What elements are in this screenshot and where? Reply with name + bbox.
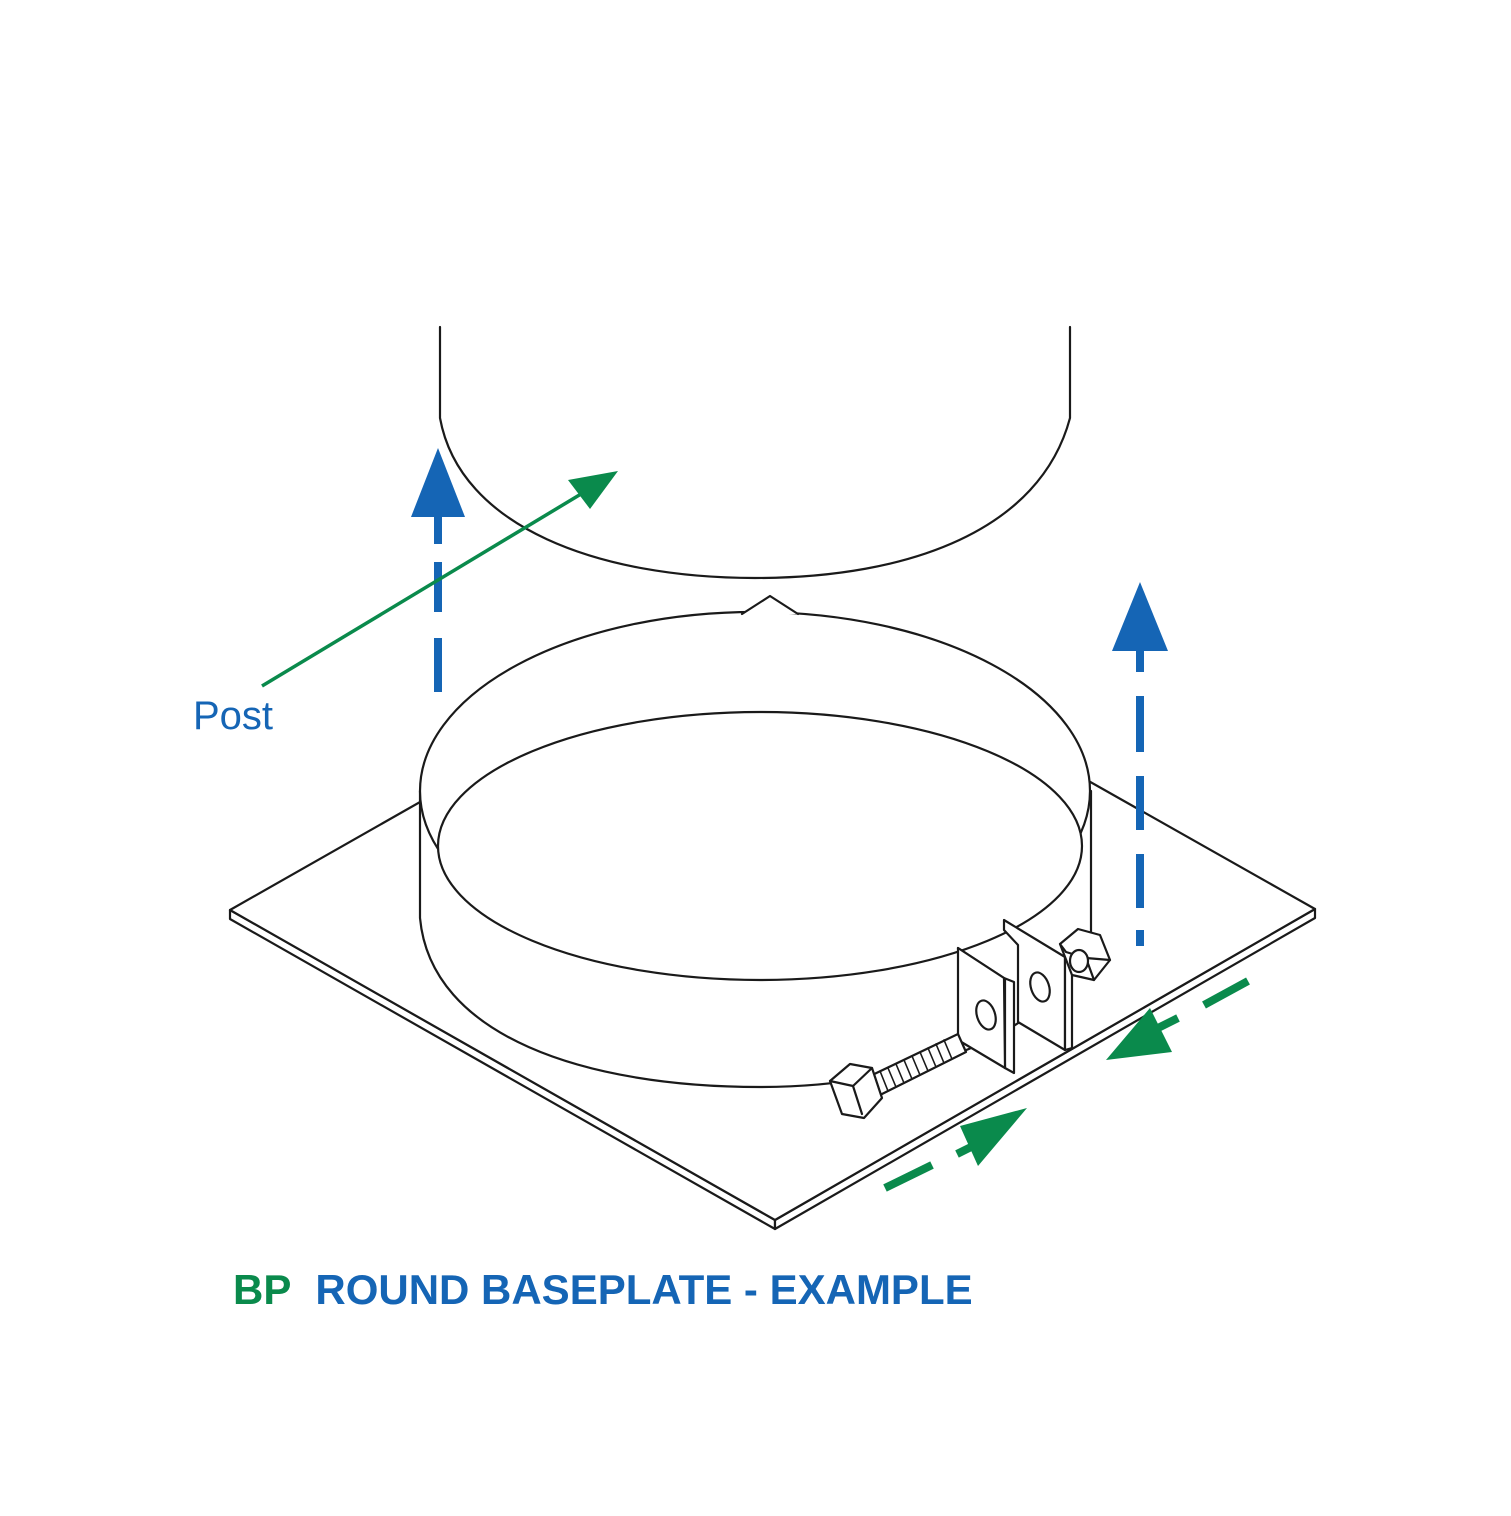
round-clamp-band: [418, 594, 1093, 1089]
diagonal-arrow-icon: [261, 471, 618, 688]
clamp-tab-back: [1002, 918, 1074, 1052]
diagonal-arrow-icon: [1106, 977, 1250, 1060]
up-arrow-icon: [411, 448, 465, 692]
caption-title: ROUND BASEPLATE - EXAMPLE: [315, 1266, 973, 1313]
diagonal-arrow-icon: [883, 1108, 1027, 1192]
hex-bolt-icon: [828, 1032, 968, 1120]
hex-nut-icon: [1058, 927, 1112, 982]
caption: BP ROUND BASEPLATE - EXAMPLE: [233, 1265, 973, 1315]
post-cylinder: [438, 325, 1072, 580]
up-arrow-icon: [1112, 582, 1168, 946]
clamp-tab-front: [956, 946, 1016, 1075]
caption-code: BP: [233, 1266, 292, 1313]
post-label: Post: [193, 694, 274, 738]
